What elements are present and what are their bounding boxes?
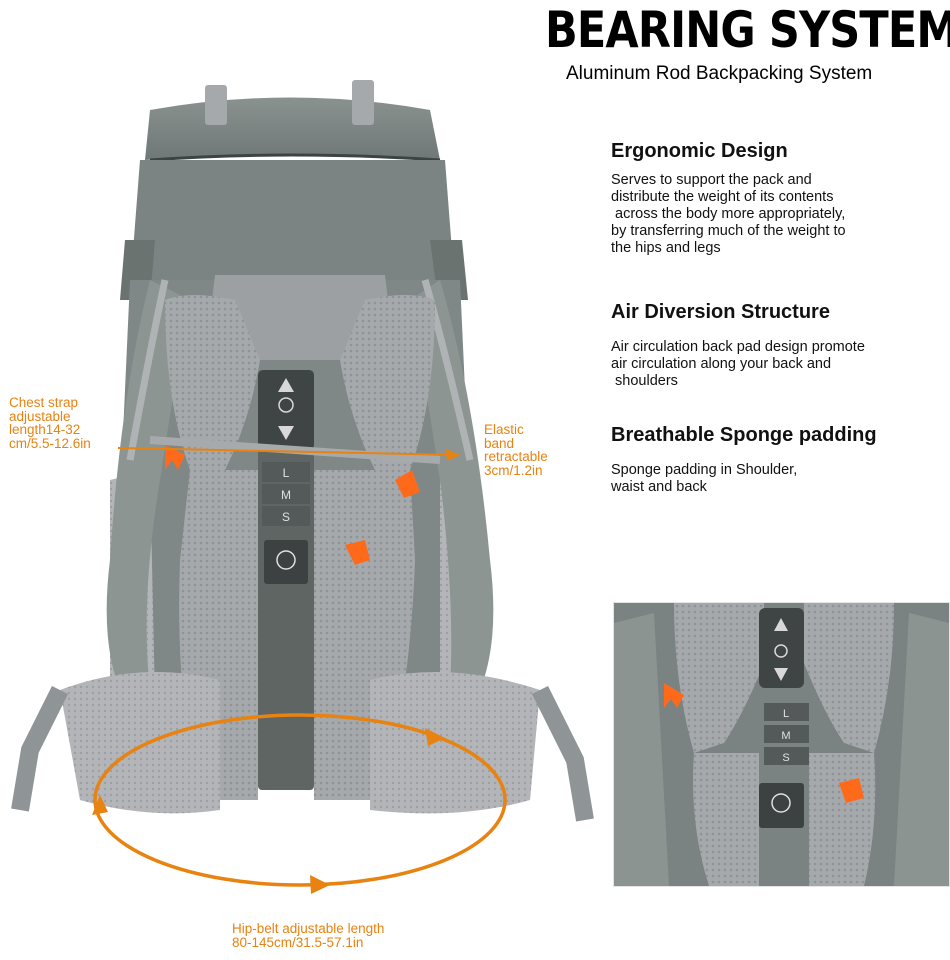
size-label-l: L — [283, 466, 290, 480]
feature-heading-sponge: Breathable Sponge padding — [611, 424, 877, 446]
feature-heading-ergonomic: Ergonomic Design — [611, 140, 788, 162]
inset-size-label-s: S — [782, 752, 789, 764]
elastic-band-annotation: Elastic band retractable 3cm/1.2in — [484, 422, 548, 478]
page-subtitle: Aluminum Rod Backpacking System — [566, 63, 873, 84]
feature-heading-air: Air Diversion Structure — [611, 301, 830, 323]
inset-size-label-l: L — [783, 708, 789, 720]
size-label-s: S — [282, 510, 290, 524]
feature-body-sponge: Sponge padding in Shoulder, waist and ba… — [611, 462, 798, 495]
feature-body-ergonomic: Serves to support the pack and distribut… — [611, 172, 846, 256]
backpack-photo: L M S — [11, 80, 594, 894]
backpad-closeup-photo: L M S — [613, 602, 950, 887]
chest-strap-annotation: Chest strap adjustable length14-32 cm/5.… — [9, 395, 91, 451]
page-title: BEARING SYSTEM — [545, 1, 950, 59]
inset-size-label-m: M — [781, 730, 790, 742]
feature-body-air: Air circulation back pad design promote … — [611, 339, 865, 389]
hip-belt-annotation: Hip-belt adjustable length 80-145cm/31.5… — [232, 921, 385, 950]
size-label-m: M — [281, 488, 291, 502]
